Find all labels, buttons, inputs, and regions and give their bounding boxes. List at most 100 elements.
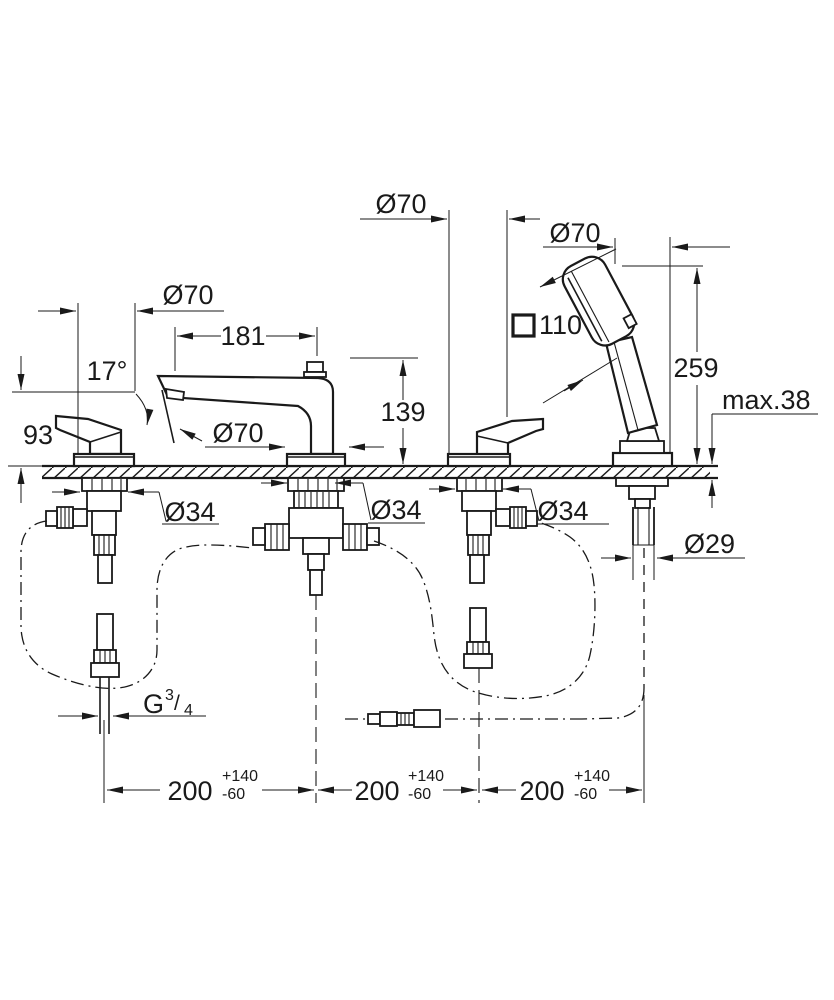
reach-label: 181	[220, 321, 265, 351]
angle-label: 17°	[87, 356, 128, 386]
left-tail-pipe	[97, 554, 113, 584]
left-lower-nut	[90, 662, 120, 678]
valve-center-label: Ø34	[370, 495, 421, 525]
shower-height-label: 259	[673, 353, 718, 383]
spout-threaded-shank	[293, 490, 339, 509]
shower-guide-cap	[634, 498, 651, 509]
tube-label: Ø29	[684, 529, 735, 559]
dim-reach: 181	[174, 321, 318, 371]
shower-guide-body	[628, 485, 656, 500]
shower-faceplate-line-2	[570, 271, 610, 343]
dim-deck-max: max.38	[708, 385, 818, 508]
left-lever-detail	[89, 431, 122, 443]
hose-connector	[367, 709, 441, 728]
valve-left-label: Ø34	[164, 497, 215, 527]
dim-spout-height: 139	[350, 357, 426, 464]
spacing-1-minus: -60	[222, 786, 245, 803]
shower-head	[561, 255, 638, 347]
head-square-label: 110	[539, 310, 582, 340]
spout-tee-body	[288, 507, 344, 539]
spacing-2-value: 200	[354, 776, 399, 806]
right-hole-label: Ø70	[375, 189, 426, 219]
spout-flange	[285, 452, 347, 468]
spout-lower-adapter	[307, 553, 325, 571]
hand-shower	[561, 255, 674, 468]
shower-clip	[622, 312, 638, 330]
shower-faceplate-line-1	[567, 277, 603, 342]
thread-slash: /	[174, 692, 180, 715]
right-tail-pipe	[469, 554, 485, 584]
thread-numerator: 3	[165, 687, 174, 704]
connector-nut	[379, 711, 398, 727]
square-symbol	[511, 313, 536, 338]
dim-left-hole: Ø70	[38, 280, 224, 453]
dim-spacing-2: 200 +140 -60	[318, 768, 477, 806]
spacing-1-plus: +140	[222, 768, 258, 785]
spout-lower-hex	[302, 537, 330, 555]
spacing-3-minus: -60	[574, 786, 597, 803]
spout-base-label: Ø70	[212, 418, 263, 448]
connector-body	[413, 709, 441, 728]
dim-outlet-height: 93	[17, 356, 53, 503]
spout-tail-pipe	[309, 569, 323, 596]
right-port-tip	[525, 510, 538, 527]
left-hose-loop	[20, 520, 254, 690]
thread-letter: G	[143, 689, 164, 719]
thread-denominator: 4	[184, 702, 193, 719]
dim-spout-base: Ø70	[205, 418, 384, 451]
dim-spacing-1: 200 +140 -60	[103, 720, 314, 806]
left-valve-assembly	[45, 477, 128, 803]
dim-valve-center: Ø34	[261, 479, 425, 525]
shower-handle	[604, 335, 659, 435]
dim-valve-left: Ø34	[52, 488, 219, 527]
right-valve-body	[461, 490, 497, 512]
shower-head-label: Ø70	[549, 218, 600, 248]
right-handle-flange	[446, 452, 512, 468]
left-valve-neck	[91, 510, 117, 536]
left-lower-pipe	[96, 613, 114, 651]
left-port-neck	[72, 508, 88, 527]
dim-angle: 17°	[12, 356, 203, 444]
outlet-height-label: 93	[23, 420, 53, 450]
spout	[156, 361, 347, 468]
spout-valve-assembly	[252, 477, 380, 803]
spacing-2-minus: -60	[408, 786, 431, 803]
shower-hose-guide	[345, 477, 669, 803]
right-port-neck	[495, 508, 511, 527]
right-lower-nut	[463, 653, 493, 669]
tub-deck	[8, 464, 718, 480]
shower-base-step	[619, 440, 665, 454]
spacing-2-plus: +140	[408, 768, 444, 785]
connector-tip	[367, 713, 381, 725]
spacing-3-value: 200	[519, 776, 564, 806]
left-port-tip	[45, 510, 58, 527]
dim-shower-head: Ø70	[543, 218, 730, 452]
dim-shower-height: 259	[622, 265, 719, 464]
right-lever-detail	[476, 435, 509, 444]
deck-hatch	[42, 466, 710, 478]
valve-right-label: Ø34	[537, 496, 588, 526]
dim-right-hole: Ø70	[360, 189, 540, 453]
right-hose-loop	[373, 521, 596, 700]
spout-left-port-tip	[252, 527, 266, 546]
right-handle	[446, 417, 545, 468]
left-mounting-nut	[81, 477, 128, 492]
spout-mounting-nut	[287, 477, 345, 492]
shower-escutcheon	[611, 451, 674, 468]
spout-height-label: 139	[380, 397, 425, 427]
right-valve-neck	[466, 510, 492, 536]
right-lower-pipe	[469, 607, 487, 643]
left-valve-body	[86, 490, 122, 512]
shower-hose-curve	[581, 687, 645, 720]
dim-head-square: 110	[511, 248, 618, 404]
shower-head-outline	[561, 255, 636, 347]
right-valve-assembly	[456, 477, 538, 803]
left-handle	[54, 414, 136, 468]
diverter-knob	[306, 361, 324, 373]
diverter-knob-base	[303, 371, 327, 378]
spacing-3-plus: +140	[574, 768, 610, 785]
spout-right-port-tip	[366, 527, 380, 546]
left-handle-flange	[72, 452, 136, 468]
